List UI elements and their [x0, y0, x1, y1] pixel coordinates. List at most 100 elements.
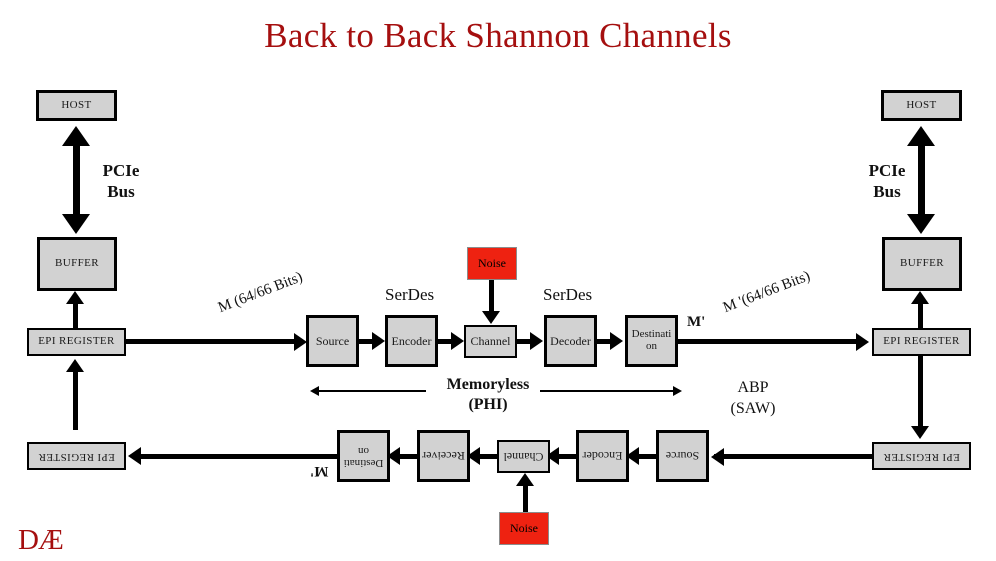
bottom-receiver-box[interactable]: Receiver	[417, 430, 470, 482]
top-out-arrow	[856, 333, 869, 351]
right-pcie-line1: PCIe	[868, 161, 906, 180]
right-pcie-line2: Bus	[873, 182, 901, 202]
memoryless-line-right	[540, 390, 674, 392]
bottom-encoder-box[interactable]: Encoder	[576, 430, 629, 482]
bottom-channel-to-receiver-arrow	[467, 447, 480, 465]
left-epi-register-top-label: EPI REGISTER	[38, 335, 115, 348]
right-epi-register-bottom-label: EPI REGISTER	[883, 450, 960, 463]
top-out-label-short: M'	[687, 314, 706, 330]
left-epi-to-buffer-shaft	[73, 303, 78, 329]
top-encoder-to-channel-line	[438, 339, 456, 344]
top-in-label: M (64/66 Bits)	[215, 269, 305, 317]
top-source-label: Source	[315, 333, 350, 348]
right-pcie-label: PCIe Bus	[852, 160, 922, 203]
abp-label: ABP (SAW)	[705, 378, 801, 420]
right-epi-top-to-bottom-shaft	[918, 356, 923, 426]
bottom-source-box[interactable]: Source	[656, 430, 709, 482]
left-pcie-label: PCIe Bus	[86, 160, 156, 203]
top-decoder-to-destination-arrow	[610, 332, 623, 350]
top-noise-shaft	[489, 280, 494, 313]
right-epi-top-to-bottom-arrow	[911, 426, 929, 439]
bottom-destination-label: Destinati on	[343, 445, 384, 469]
bottom-noise-label: Noise	[510, 521, 538, 536]
top-source-to-encoder-arrow	[372, 332, 385, 350]
bottom-noise-arrow	[516, 473, 534, 486]
top-noise-box[interactable]: Noise	[467, 247, 517, 280]
left-pcie-shaft	[73, 143, 80, 215]
bottom-receiver-to-destination-line	[399, 454, 417, 459]
top-channel-box[interactable]: Channel	[464, 325, 517, 358]
top-channel-to-decoder-line	[517, 339, 535, 344]
memoryless-line-left	[318, 390, 426, 392]
left-epi-register-top-box[interactable]: EPI REGISTER	[27, 328, 126, 356]
bottom-receiver-label: Receiver	[422, 449, 465, 464]
page-title: Back to Back Shannon Channels	[264, 16, 732, 55]
left-pcie-line2: Bus	[107, 182, 135, 202]
left-epi-register-bottom-box[interactable]: EPI REGISTER	[27, 442, 126, 470]
left-epi-to-buffer-arrow	[66, 291, 84, 304]
top-serdes-left-label: SerDes	[385, 285, 435, 304]
top-channel-label: Channel	[470, 334, 511, 349]
bottom-destination-box[interactable]: Destinati on	[337, 430, 390, 482]
memoryless-arrow-right	[673, 386, 682, 396]
right-pcie-arrow-down	[907, 214, 935, 234]
left-buffer-label: BUFFER	[55, 257, 99, 270]
top-serdes-right-label: SerDes	[543, 285, 593, 304]
top-encoder-box[interactable]: Encoder	[385, 315, 438, 367]
bottom-in-arrow	[711, 448, 724, 466]
bottom-noise-box[interactable]: Noise	[499, 512, 549, 545]
bottom-out-line	[140, 454, 337, 459]
left-pcie-line1: PCIe	[102, 161, 140, 180]
bottom-channel-label: Channel	[503, 449, 544, 464]
top-destination-box[interactable]: Destinati on	[625, 315, 678, 367]
dae-logo: DÆ	[18, 524, 64, 556]
bottom-channel-to-receiver-line	[479, 454, 497, 459]
abp-line1: ABP	[737, 379, 769, 396]
bottom-encoder-label: Encoder	[582, 449, 623, 464]
left-pcie-arrow-down	[62, 214, 90, 234]
bottom-source-to-encoder-line	[638, 454, 656, 459]
left-epi-register-bottom-label: EPI REGISTER	[38, 450, 115, 463]
top-decoder-box[interactable]: Decoder	[544, 315, 597, 367]
bottom-out-label-short: M'	[310, 463, 329, 479]
top-in-arrow	[294, 333, 307, 351]
right-epi-to-buffer-arrow	[911, 291, 929, 304]
right-host-label: HOST	[906, 98, 937, 111]
bottom-source-label: Source	[665, 449, 700, 464]
bottom-noise-shaft	[523, 485, 528, 512]
right-epi-register-bottom-box[interactable]: EPI REGISTER	[872, 442, 971, 470]
top-source-box[interactable]: Source	[306, 315, 359, 367]
right-epi-to-buffer-shaft	[918, 303, 923, 329]
top-source-to-encoder-line	[359, 339, 377, 344]
bottom-channel-box[interactable]: Channel	[497, 440, 550, 473]
top-noise-arrow	[482, 311, 500, 324]
top-out-label: M '(64/66 Bits)	[720, 268, 813, 317]
memoryless-arrow-left	[310, 386, 319, 396]
top-channel-to-decoder-arrow	[530, 332, 543, 350]
bottom-out-arrow	[128, 447, 141, 465]
left-host-label: HOST	[61, 98, 92, 111]
memoryless-label: Memoryless (PHI)	[418, 375, 558, 415]
top-noise-label: Noise	[478, 256, 506, 271]
left-host-box[interactable]: HOST	[36, 90, 117, 121]
bottom-encoder-to-channel-line	[558, 454, 576, 459]
right-epi-register-top-box[interactable]: EPI REGISTER	[872, 328, 971, 356]
top-out-line	[678, 339, 860, 344]
right-pcie-shaft	[918, 143, 925, 215]
left-buffer-box[interactable]: BUFFER	[37, 237, 117, 291]
top-encoder-to-channel-arrow	[451, 332, 464, 350]
top-destination-label: Destinati on	[631, 328, 672, 352]
right-buffer-label: BUFFER	[900, 257, 944, 270]
left-pcie-arrow-up	[62, 126, 90, 146]
right-buffer-box[interactable]: BUFFER	[882, 237, 962, 291]
right-epi-register-top-label: EPI REGISTER	[883, 335, 960, 348]
memoryless-line2: (PHI)	[468, 396, 508, 413]
left-epi-bottom-to-top-arrow	[66, 359, 84, 372]
top-encoder-label: Encoder	[391, 333, 432, 348]
abp-line2: (SAW)	[730, 399, 776, 417]
top-decoder-label: Decoder	[550, 333, 591, 348]
top-in-line	[126, 339, 298, 344]
right-host-box[interactable]: HOST	[881, 90, 962, 121]
bottom-in-line	[714, 454, 872, 459]
